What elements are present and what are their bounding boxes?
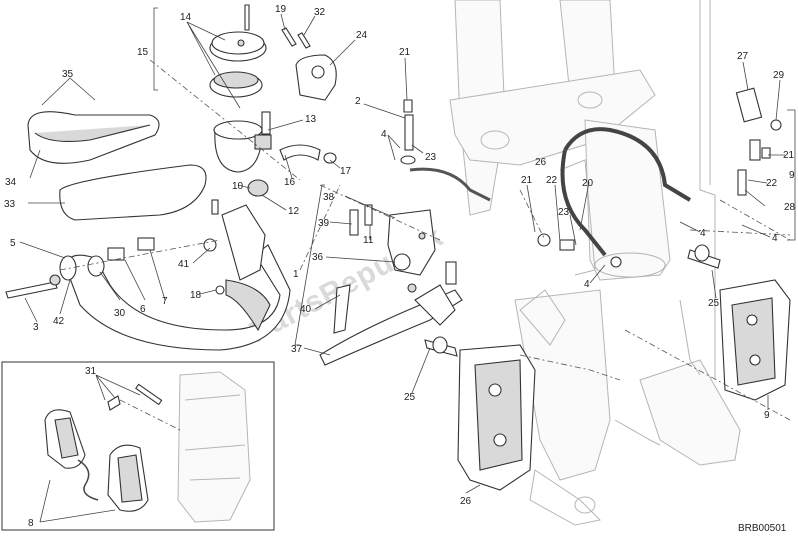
callout-4: 4	[700, 228, 706, 239]
callout-4: 4	[772, 233, 778, 244]
callout-10: 10	[232, 181, 244, 192]
callout-32: 32	[314, 7, 326, 18]
callout-3: 3	[33, 322, 39, 333]
callout-42: 42	[53, 316, 65, 327]
callout-7: 7	[162, 296, 168, 307]
small-fittings	[211, 54, 337, 215]
callout-41: 41	[178, 259, 190, 270]
callout-17: 17	[340, 166, 352, 177]
callout-28: 28	[784, 202, 796, 213]
callout-34: 34	[5, 177, 17, 188]
callout-29: 29	[773, 70, 785, 81]
callout-16: 16	[284, 177, 296, 188]
callout-9: 9	[789, 170, 795, 181]
callout-35: 35	[62, 69, 74, 80]
callout-19: 19	[275, 4, 287, 15]
callout-14: 14	[180, 12, 192, 23]
callout-25: 25	[404, 392, 416, 403]
hand-guard	[27, 111, 207, 221]
callout-31: 31	[85, 366, 97, 377]
callout-18: 18	[190, 290, 202, 301]
callout-36: 36	[312, 252, 324, 263]
brake-pad-inset	[1, 361, 275, 531]
callout-21: 21	[783, 150, 795, 161]
callout-26: 26	[460, 496, 472, 507]
callout-21: 21	[521, 175, 533, 186]
brake-hoses	[400, 87, 782, 268]
group-brackets	[153, 7, 796, 346]
lever-bracket	[5, 204, 291, 351]
callout-11: 11	[363, 235, 374, 246]
diagram-code: BRB00501	[738, 523, 787, 534]
callout-5: 5	[10, 238, 16, 249]
reservoir-assembly	[209, 4, 311, 173]
callout-13: 13	[305, 114, 317, 125]
callout-15: 15	[137, 47, 149, 58]
callout-8: 8	[28, 518, 34, 529]
front-master-cylinder	[319, 204, 463, 366]
callout-25: 25	[708, 298, 720, 309]
right-caliper	[687, 244, 791, 401]
callout-6: 6	[140, 304, 146, 315]
callout-38: 38	[323, 192, 335, 203]
leader-lines	[19, 13, 785, 523]
callout-9: 9	[764, 410, 770, 421]
callout-1: 1	[293, 269, 299, 280]
callout-22: 22	[766, 178, 778, 189]
callout-27: 27	[737, 51, 749, 62]
callout-23: 23	[558, 207, 570, 218]
callout-2: 2	[355, 96, 361, 107]
callout-23: 23	[425, 152, 437, 163]
fork-frame-ghost	[449, 0, 741, 526]
callout-22: 22	[546, 175, 558, 186]
left-caliper	[424, 336, 536, 491]
callout-20: 20	[582, 178, 594, 189]
callout-21: 21	[399, 47, 411, 58]
centerlines	[59, 59, 791, 431]
callout-4: 4	[381, 129, 387, 140]
callout-4: 4	[584, 279, 590, 290]
callout-30: 30	[114, 308, 126, 319]
callout-33: 33	[4, 199, 16, 210]
callout-37: 37	[291, 344, 303, 355]
callout-40: 40	[300, 304, 312, 315]
callout-24: 24	[356, 30, 368, 41]
callout-26: 26	[535, 157, 547, 168]
callout-labels: 14 19 32 24 21 27 29 15 35 2 13 4 23 26 …	[4, 4, 796, 529]
callout-39: 39	[318, 218, 330, 229]
callout-12: 12	[288, 206, 300, 217]
